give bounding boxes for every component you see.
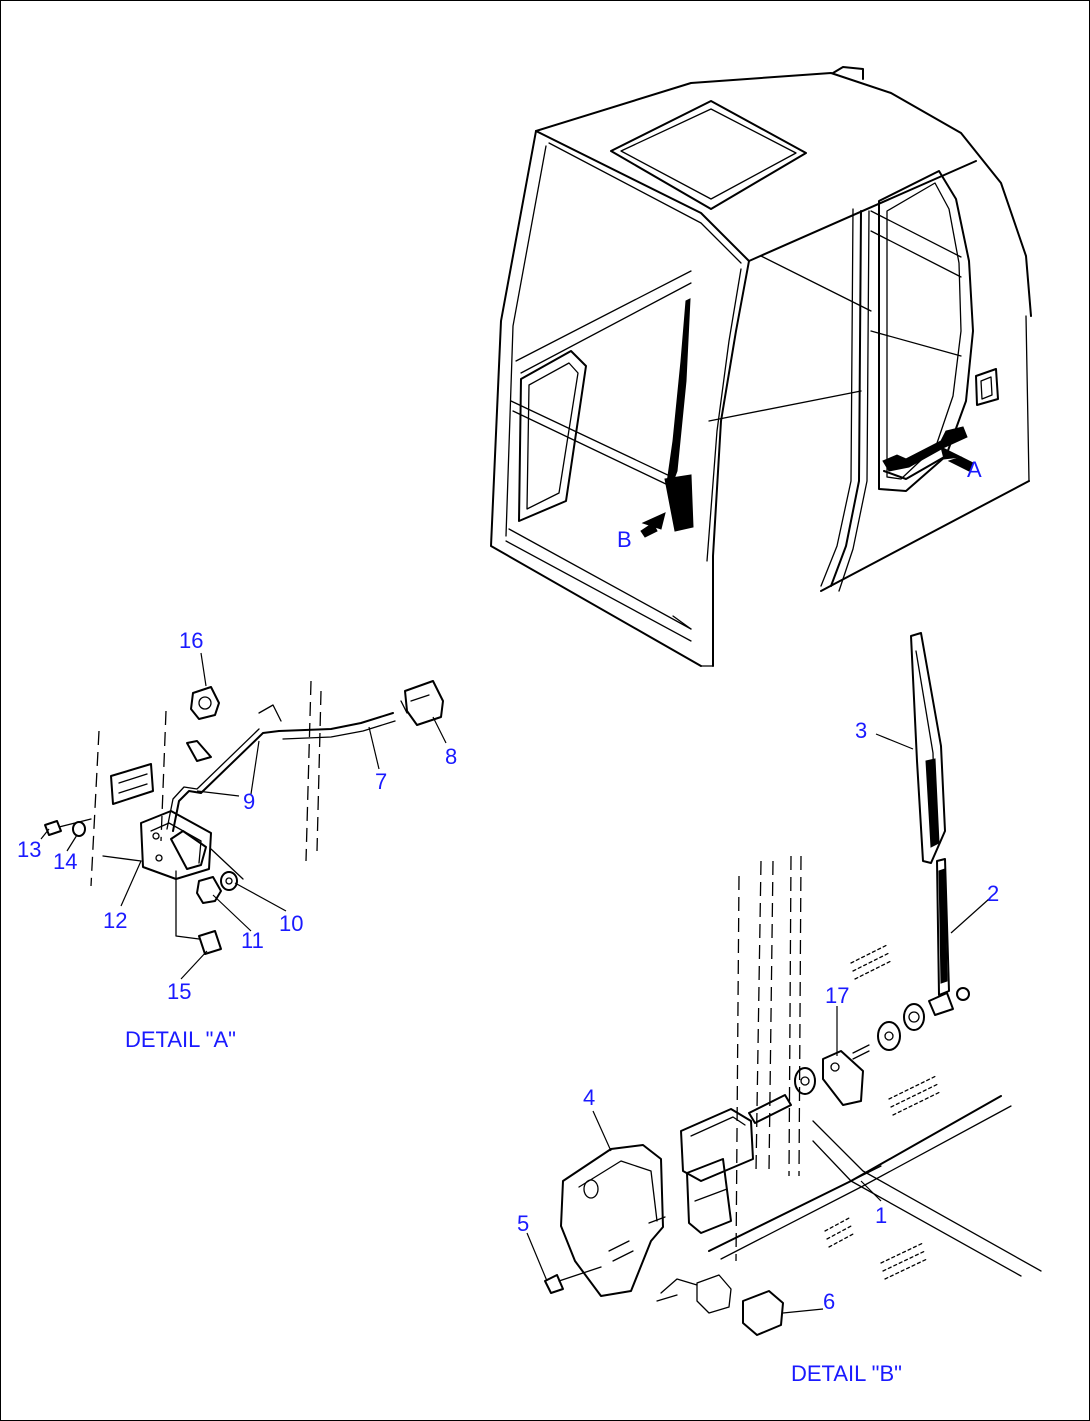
detail-a-illustration (44, 680, 444, 955)
view-marker-a: A (967, 457, 982, 482)
callout-13: 13 (17, 837, 41, 862)
view-marker-b: B (617, 527, 632, 552)
callout-7: 7 (375, 769, 387, 794)
callout-2: 2 (987, 881, 999, 906)
callout-9: 9 (243, 789, 255, 814)
callout-3: 3 (855, 718, 867, 743)
callout-1: 1 (875, 1203, 887, 1228)
callout-10: 10 (279, 911, 303, 936)
callout-4: 4 (583, 1085, 595, 1110)
detail-b-caption: DETAIL "B" (791, 1361, 902, 1386)
callout-14: 14 (53, 849, 77, 874)
callout-17: 17 (825, 983, 849, 1008)
callout-15: 15 (167, 979, 191, 1004)
leader-lines (40, 652, 990, 1314)
callout-5: 5 (517, 1211, 529, 1236)
callout-6: 6 (823, 1289, 835, 1314)
detail-b-illustration (544, 632, 1042, 1336)
cab-illustration (490, 66, 1032, 667)
callout-8: 8 (445, 744, 457, 769)
callout-16: 16 (179, 628, 203, 653)
callout-11: 11 (241, 928, 264, 953)
callout-12: 12 (103, 908, 127, 933)
detail-a-caption: DETAIL "A" (125, 1027, 236, 1052)
